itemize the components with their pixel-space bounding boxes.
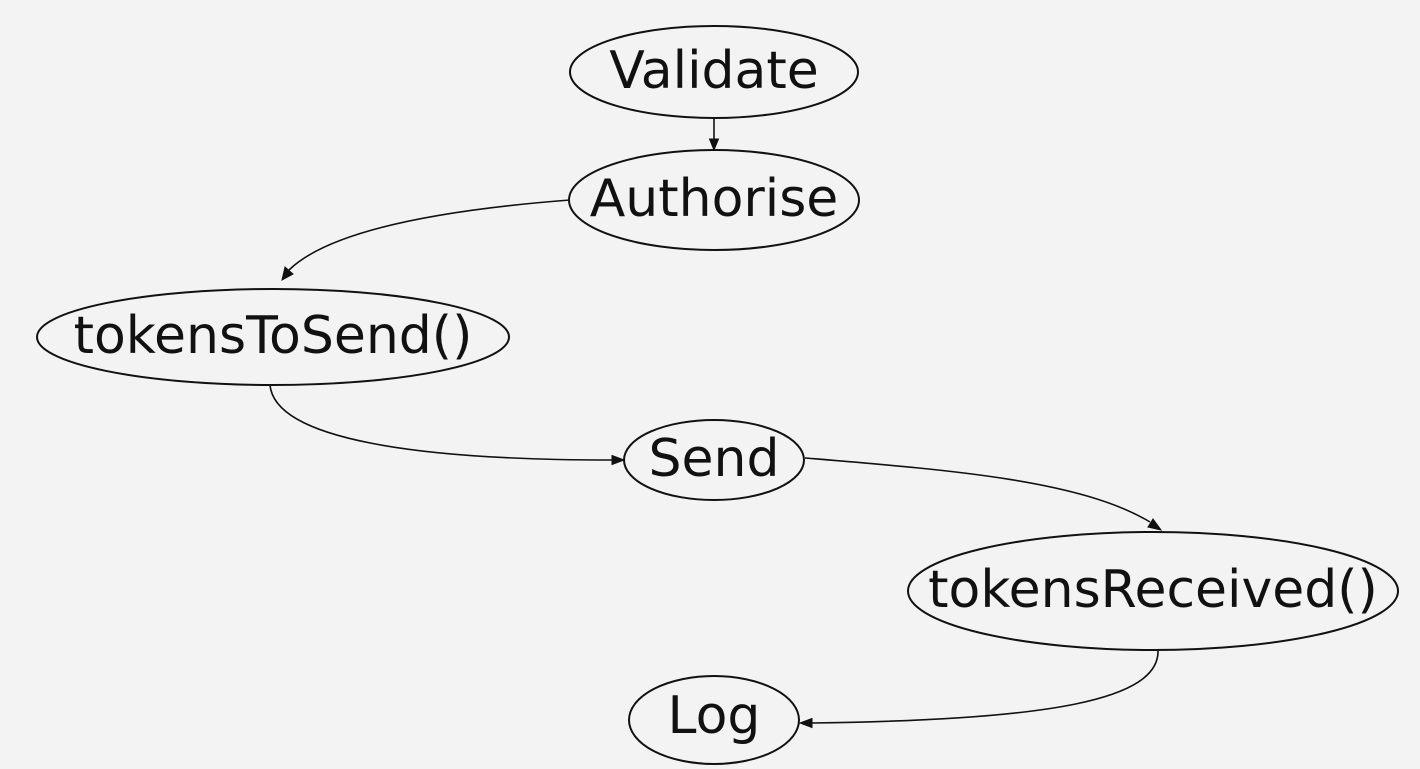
node-authorise-label: Authorise bbox=[590, 169, 839, 229]
node-tokens-to-send: tokensToSend() bbox=[36, 288, 510, 386]
node-send-label: Send bbox=[649, 429, 780, 489]
edge-validate-authorise bbox=[708, 118, 720, 152]
node-authorise-shape bbox=[568, 149, 860, 251]
edge-authorise-tokens-to-send bbox=[281, 199, 571, 281]
node-log-shape bbox=[628, 675, 800, 765]
node-log-label: Log bbox=[668, 686, 761, 746]
node-send: Send bbox=[623, 419, 805, 501]
node-validate-label: Validate bbox=[609, 41, 819, 101]
node-validate: Validate bbox=[569, 25, 859, 119]
edge-tokens-received-log bbox=[798, 649, 1159, 729]
node-authorise: Authorise bbox=[568, 149, 860, 251]
node-tokens-received-label: tokensReceived() bbox=[928, 560, 1378, 620]
node-tokens-received: tokensReceived() bbox=[907, 531, 1399, 651]
edge-send-tokens-received bbox=[804, 457, 1163, 531]
node-tokens-to-send-label: tokensToSend() bbox=[74, 306, 473, 366]
node-send-shape bbox=[623, 419, 805, 501]
node-log: Log bbox=[628, 675, 800, 765]
node-tokens-received-shape bbox=[907, 531, 1399, 651]
edges bbox=[269, 118, 1163, 729]
edge-tokens-to-send-send bbox=[269, 384, 626, 466]
node-validate-shape bbox=[569, 25, 859, 119]
node-tokens-to-send-shape bbox=[36, 288, 510, 386]
